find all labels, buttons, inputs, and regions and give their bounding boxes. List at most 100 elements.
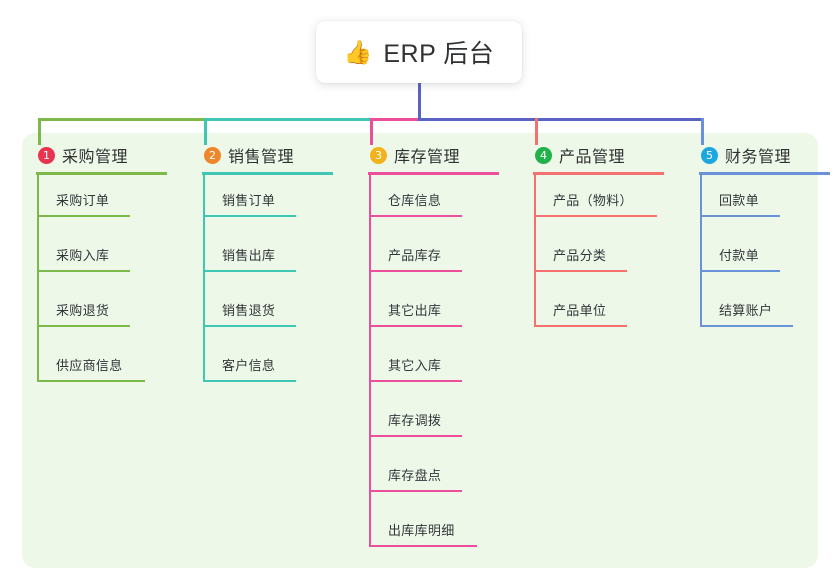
column-index-badge: 4	[535, 146, 552, 164]
module-item[interactable]: 采购退货	[37, 287, 130, 327]
module-item[interactable]: 采购订单	[37, 177, 130, 217]
module-item-rule	[369, 215, 462, 217]
module-item[interactable]: 销售退货	[203, 287, 296, 327]
column-header-采购管理[interactable]: 1 采购管理	[38, 143, 128, 167]
module-item-label: 采购订单	[56, 193, 110, 208]
module-item-label: 采购退货	[56, 303, 110, 318]
module-item[interactable]: 结算账户	[700, 287, 793, 327]
module-item-label: 出库库明细	[388, 523, 455, 538]
module-item-rule	[700, 270, 780, 272]
module-item-rule	[203, 270, 296, 272]
module-column-1: 1 采购管理采购订单采购入库采购退货供应商信息	[22, 133, 187, 568]
column-spine	[203, 174, 205, 382]
module-item[interactable]: 销售订单	[203, 177, 296, 217]
module-item-rule	[37, 215, 130, 217]
column-index-badge: 5	[701, 146, 718, 164]
module-column-5: 5 财务管理回款单付款单结算账户	[685, 133, 830, 568]
module-item-rule	[534, 270, 627, 272]
column-title: 库存管理	[394, 149, 461, 166]
column-index-badge: 1	[38, 146, 55, 164]
module-column-4: 4 产品管理产品（物料） 产品分类产品单位	[519, 133, 684, 568]
column-title: 产品管理	[559, 149, 626, 166]
column-spine	[369, 174, 371, 547]
module-item[interactable]: 销售出库	[203, 232, 296, 272]
module-item[interactable]: 采购入库	[37, 232, 130, 272]
column-header-财务管理[interactable]: 5 财务管理	[701, 143, 791, 167]
module-item-rule	[203, 325, 296, 327]
column-title: 财务管理	[725, 149, 792, 166]
bus-segment	[38, 118, 206, 121]
module-item[interactable]: 产品单位	[534, 287, 627, 327]
module-column-3: 3 库存管理仓库信息产品库存其它出库其它入库库存调拨库存盘点出库库明细	[354, 133, 519, 568]
module-item[interactable]: 付款单	[700, 232, 780, 272]
module-item-rule	[369, 380, 462, 382]
module-item[interactable]: 供应商信息	[37, 342, 145, 382]
column-header-库存管理[interactable]: 3 库存管理	[370, 143, 460, 167]
module-item[interactable]: 库存调拨	[369, 397, 462, 437]
module-item-label: 销售退货	[222, 303, 276, 318]
column-header-rule	[202, 172, 333, 175]
column-drop-connector	[38, 118, 41, 145]
column-drop-connector	[701, 118, 704, 145]
module-item-label: 销售订单	[222, 193, 276, 208]
module-item-label: 其它入库	[388, 358, 442, 373]
module-item-rule	[37, 325, 130, 327]
column-index-badge: 3	[370, 146, 387, 164]
trunk-connector	[418, 83, 421, 118]
module-item[interactable]: 客户信息	[203, 342, 296, 382]
column-drop-connector	[370, 118, 373, 145]
module-item-label: 回款单	[719, 193, 759, 208]
thumbs-up-icon: 👍	[343, 38, 373, 65]
module-item[interactable]: 其它出库	[369, 287, 462, 327]
module-item[interactable]: 仓库信息	[369, 177, 462, 217]
column-spine	[534, 174, 536, 327]
module-item-label: 产品单位	[553, 303, 607, 318]
column-drop-connector	[204, 118, 207, 145]
module-item[interactable]: 出库库明细	[369, 507, 477, 547]
module-item-label: 结算账户	[719, 303, 773, 318]
module-item-rule	[700, 325, 793, 327]
module-item-label: 产品（物料）	[553, 193, 633, 208]
module-item-label: 供应商信息	[56, 358, 123, 373]
column-header-rule	[533, 172, 664, 175]
module-item-rule	[369, 325, 462, 327]
module-item-label: 采购入库	[56, 248, 110, 263]
module-item-label: 销售出库	[222, 248, 276, 263]
module-item-label: 付款单	[719, 248, 759, 263]
module-item-label: 仓库信息	[388, 193, 442, 208]
module-item[interactable]: 产品库存	[369, 232, 462, 272]
module-item-label: 客户信息	[222, 358, 276, 373]
module-item[interactable]: 产品分类	[534, 232, 627, 272]
root-node-erp-backend[interactable]: 👍 ERP 后台	[316, 21, 522, 83]
module-item[interactable]: 其它入库	[369, 342, 462, 382]
module-item-rule	[369, 435, 462, 437]
bus-segment	[204, 118, 372, 121]
module-item-rule	[37, 380, 145, 382]
modules-panel	[22, 133, 818, 568]
module-item[interactable]: 库存盘点	[369, 452, 462, 492]
module-item-label: 产品分类	[553, 248, 607, 263]
column-header-rule	[36, 172, 167, 175]
column-title: 采购管理	[62, 149, 129, 166]
module-item-rule	[700, 215, 780, 217]
module-item-rule	[203, 380, 296, 382]
module-item-rule	[369, 490, 462, 492]
module-item-label: 库存盘点	[388, 468, 442, 483]
module-item[interactable]: 产品（物料）	[534, 177, 657, 217]
column-header-rule	[368, 172, 499, 175]
column-header-产品管理[interactable]: 4 产品管理	[535, 143, 625, 167]
module-item-rule	[534, 215, 657, 217]
column-index-badge: 2	[204, 146, 221, 164]
module-item[interactable]: 回款单	[700, 177, 780, 217]
module-item-rule	[369, 270, 462, 272]
column-spine	[37, 174, 39, 382]
module-item-rule	[369, 545, 477, 547]
module-item-label: 其它出库	[388, 303, 442, 318]
bus-segment-trunk	[418, 118, 703, 121]
root-node-title: ERP 后台	[383, 40, 495, 68]
module-item-rule	[37, 270, 130, 272]
module-item-rule	[534, 325, 627, 327]
